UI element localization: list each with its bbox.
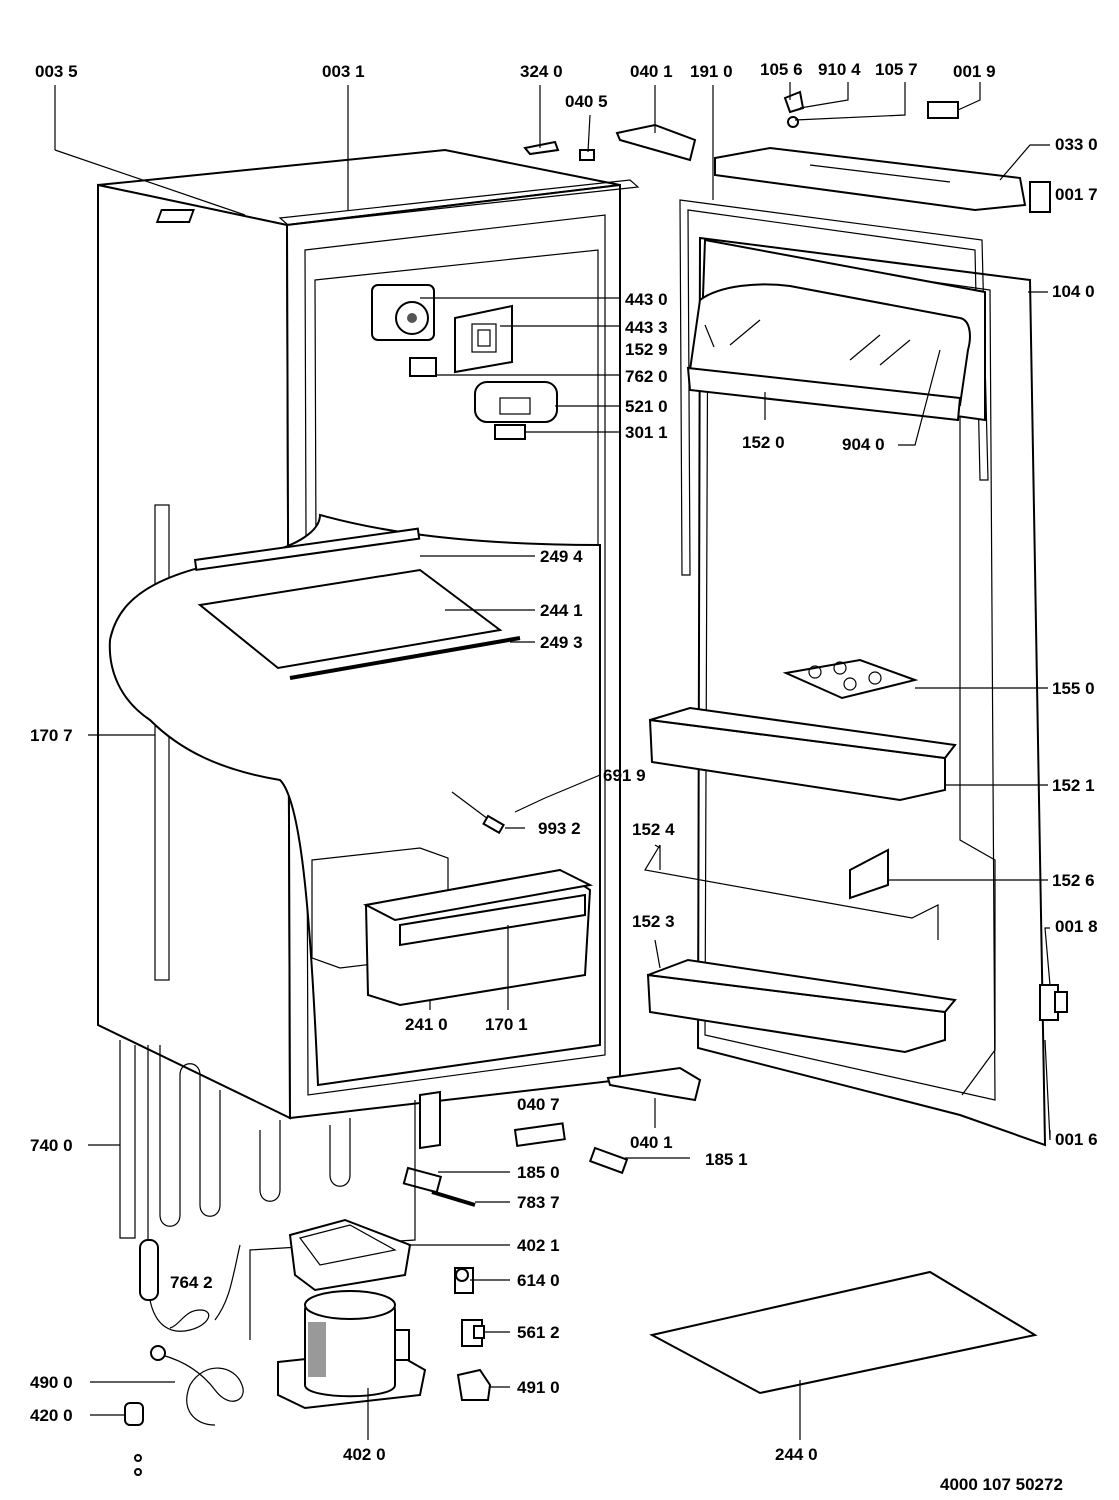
temperature-sensor bbox=[451, 791, 546, 835]
leader-lines bbox=[54, 82, 1051, 1440]
label-9932: 993 2 bbox=[538, 819, 581, 838]
bottom-hinge bbox=[606, 1066, 702, 1102]
label-1523: 152 3 bbox=[632, 912, 675, 931]
door-shelf-upper bbox=[648, 706, 957, 802]
relay-cover-491 bbox=[456, 1368, 492, 1401]
label-1520: 152 0 bbox=[742, 433, 785, 452]
label-6919: 691 9 bbox=[603, 766, 646, 785]
fan-motor bbox=[371, 284, 435, 341]
egg-tray bbox=[782, 658, 919, 700]
drain-pin bbox=[431, 1190, 476, 1207]
compressor-mount bbox=[288, 1218, 412, 1292]
top-hinge-040-1 bbox=[615, 123, 697, 162]
label-1910: 191 0 bbox=[690, 62, 733, 81]
label-3240: 324 0 bbox=[520, 62, 563, 81]
label-6140: 614 0 bbox=[517, 1271, 560, 1290]
label-9040: 904 0 bbox=[842, 435, 885, 454]
part-labels: 003 5 003 1 324 0 040 5 040 1 191 0 105 … bbox=[30, 60, 1098, 1494]
fan-cover bbox=[454, 304, 513, 374]
label-1851: 185 1 bbox=[705, 1150, 748, 1169]
capillary-and-cord bbox=[139, 1239, 244, 1426]
label-0018: 001 8 bbox=[1055, 917, 1098, 936]
door-shelf-lower bbox=[646, 958, 957, 1054]
thermostat-label bbox=[494, 424, 526, 440]
label-1056: 105 6 bbox=[760, 60, 803, 79]
label-5210: 521 0 bbox=[625, 397, 668, 416]
label-4021: 402 1 bbox=[517, 1236, 560, 1255]
label-0330: 033 0 bbox=[1055, 135, 1098, 154]
dairy-compartment bbox=[686, 238, 986, 422]
hinge-pin-cap bbox=[927, 101, 959, 119]
label-5612: 561 2 bbox=[517, 1323, 560, 1342]
relay-561 bbox=[461, 1319, 485, 1347]
label-0031: 003 1 bbox=[322, 62, 365, 81]
label-4433: 443 3 bbox=[625, 318, 668, 337]
thermostat-housing bbox=[474, 381, 558, 423]
label-4910: 491 0 bbox=[517, 1378, 560, 1397]
top-hinge-plate bbox=[714, 146, 1027, 212]
door-hinge-0018 bbox=[1039, 984, 1068, 1021]
label-1526: 152 6 bbox=[1052, 871, 1095, 890]
label-4200: 420 0 bbox=[30, 1406, 73, 1425]
label-7642: 764 2 bbox=[170, 1273, 213, 1292]
clip-1850 bbox=[402, 1166, 443, 1194]
drawing-number: 4000 107 50272 bbox=[940, 1475, 1063, 1494]
label-2493: 249 3 bbox=[540, 633, 583, 652]
hinge-screw bbox=[783, 90, 805, 128]
label-2440: 244 0 bbox=[775, 1445, 818, 1464]
compressor bbox=[277, 1290, 427, 1410]
hinge-bushing-0407 bbox=[513, 1122, 566, 1147]
label-2494: 249 4 bbox=[540, 547, 583, 566]
label-4900: 490 0 bbox=[30, 1373, 73, 1392]
label-0407: 040 7 bbox=[517, 1095, 560, 1114]
label-0035: 003 5 bbox=[35, 62, 78, 81]
label-0016: 001 6 bbox=[1055, 1130, 1098, 1149]
label-0401-top: 040 1 bbox=[630, 62, 673, 81]
crisper-drawer bbox=[362, 868, 594, 1007]
label-4020: 402 0 bbox=[343, 1445, 386, 1464]
label-1057: 105 7 bbox=[875, 60, 918, 79]
label-1521: 152 1 bbox=[1052, 776, 1095, 795]
spacer-3240 bbox=[523, 140, 560, 156]
label-0405: 040 5 bbox=[565, 92, 608, 111]
label-1850: 185 0 bbox=[517, 1163, 560, 1182]
label-9104: 910 4 bbox=[818, 60, 861, 79]
label-4430: 443 0 bbox=[625, 290, 668, 309]
label-2441: 244 1 bbox=[540, 601, 583, 620]
label-3011: 301 1 bbox=[625, 423, 668, 442]
bottle-divider bbox=[849, 848, 889, 900]
label-7837: 783 7 bbox=[517, 1193, 560, 1212]
hinge-cover-0017 bbox=[1029, 181, 1051, 213]
hinge-part-0405 bbox=[579, 149, 595, 161]
glass-shelf bbox=[193, 527, 521, 680]
label-1040: 104 0 bbox=[1052, 282, 1095, 301]
label-0401-bottom: 040 1 bbox=[630, 1133, 673, 1152]
label-1529: 152 9 bbox=[625, 340, 668, 359]
bottle-retainer bbox=[644, 844, 939, 940]
label-0017: 001 7 bbox=[1055, 185, 1098, 204]
label-7620: 762 0 bbox=[625, 367, 668, 386]
clip-1851 bbox=[588, 1146, 629, 1175]
label-1550: 155 0 bbox=[1052, 679, 1095, 698]
capacitor bbox=[124, 1402, 144, 1476]
label-1524: 152 4 bbox=[632, 820, 675, 839]
label-7400: 740 0 bbox=[30, 1136, 73, 1155]
label-0019: 001 9 bbox=[953, 62, 996, 81]
label-2410: 241 0 bbox=[405, 1015, 448, 1034]
bottom-glass-plate bbox=[649, 1270, 1038, 1395]
label-1701: 170 1 bbox=[485, 1015, 528, 1034]
filter-grille bbox=[409, 357, 437, 377]
label-1707: 170 7 bbox=[30, 726, 73, 745]
